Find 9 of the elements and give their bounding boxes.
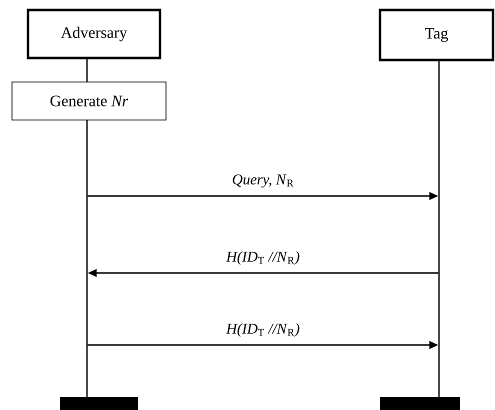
edge-label: Query, N$_{R}$ bbox=[230, 173, 296, 189]
actor-box: Adversary bbox=[26, 8, 162, 60]
actor-box: Tag bbox=[378, 8, 494, 62]
lifeline-end-bar bbox=[380, 397, 460, 410]
lifeline bbox=[86, 58, 88, 82]
lifeline-end-bar bbox=[60, 397, 138, 410]
process-box: Generate Nr bbox=[12, 82, 166, 120]
edge-label: H(ID$_{T}$ //N$_{R}$) bbox=[225, 250, 301, 266]
edge-label: H(ID$_{T}$ //N$_{R}$) bbox=[225, 322, 301, 338]
